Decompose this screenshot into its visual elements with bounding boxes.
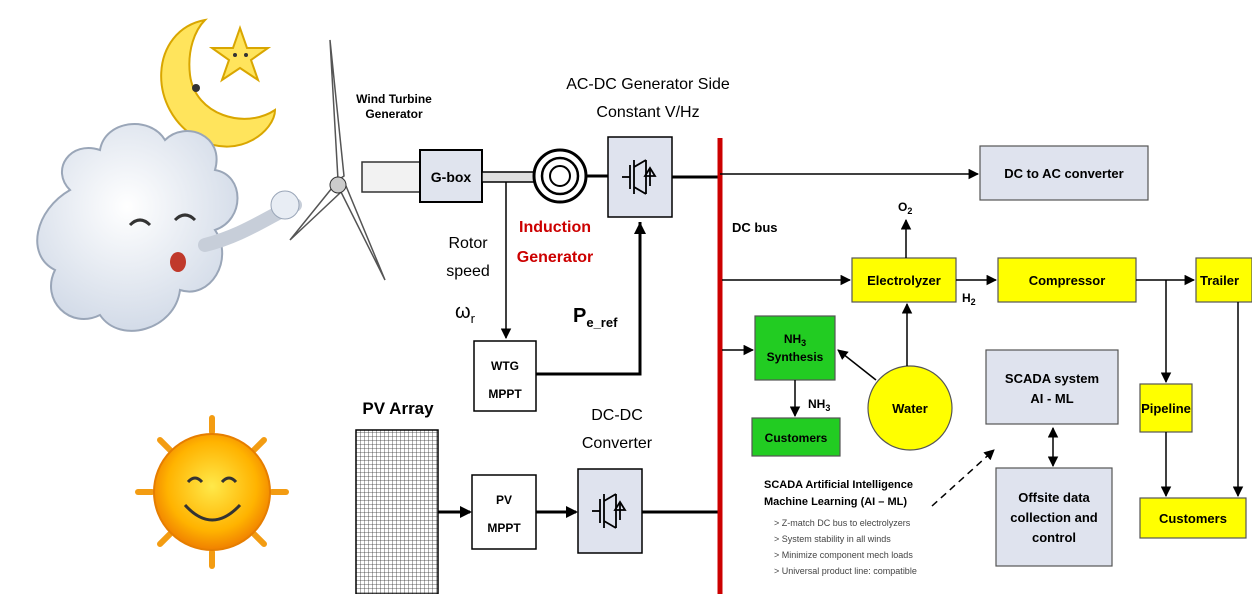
scada-system-block (985, 349, 1119, 425)
trailer-label: Trailer (1200, 273, 1239, 288)
water-block (867, 365, 953, 451)
dc-ac-converter-block (979, 145, 1149, 201)
acdc-converter-block (607, 136, 673, 218)
h2-label: H2 (962, 291, 976, 307)
customers-left-block (751, 417, 841, 457)
dcdc-converter-block (577, 468, 643, 554)
acdc-title-2: Constant V/Hz (596, 104, 699, 121)
offsite-label-1: Offsite data (1018, 490, 1090, 505)
scada-bullet: > Z-match DC bus to electrolyzers (774, 518, 911, 528)
customers-right-block (1139, 497, 1247, 539)
rotor-label-1: Rotor (448, 235, 488, 252)
gbox-block (419, 149, 483, 203)
pv-mppt-label-1: PV (496, 493, 512, 507)
wtg-mppt-block (473, 340, 537, 412)
scada-note-1: SCADA Artificial Intelligence (764, 479, 913, 491)
omega-label: ωr (455, 301, 476, 326)
rotor-label-2: speed (446, 263, 490, 280)
nacelle (361, 161, 421, 193)
pipeline-block (1139, 383, 1193, 433)
pipeline-label: Pipeline (1141, 401, 1191, 416)
electrolyzer-block (851, 257, 957, 303)
scada-label-2: AI - ML (1030, 391, 1073, 406)
compressor-label: Compressor (1029, 273, 1106, 288)
wtg-label-1: WTG (491, 359, 519, 373)
moon-icon (160, 18, 277, 148)
pref-label: Pe_ref (573, 305, 618, 330)
gbox-label: G-box (431, 169, 472, 185)
customers-left-label: Customers (765, 431, 828, 445)
scada-bullet: > System stability in all winds (774, 534, 891, 544)
offsite-label-3: control (1032, 530, 1076, 545)
pv-mppt-block (471, 474, 537, 550)
pv-array-icon (355, 429, 439, 594)
scada-bullet: > Minimize component mech loads (774, 550, 913, 560)
offsite-data-block (995, 467, 1113, 567)
nh3-synthesis-label-2: Synthesis (767, 350, 824, 364)
nh3-synthesis-block (754, 315, 836, 381)
nh3-synthesis-label-1: NH3 (784, 332, 806, 348)
electrolyzer-label: Electrolyzer (867, 273, 941, 288)
compressor-block (997, 257, 1137, 303)
customers-right-label: Customers (1159, 511, 1227, 526)
water-label: Water (892, 401, 928, 416)
induction-label-2: Generator (517, 249, 593, 266)
pv-mppt-label-2: MPPT (487, 521, 521, 535)
wind-turbine-icon (289, 39, 421, 281)
dc-bus-label: DC bus (732, 220, 778, 235)
pv-array-label: PV Array (362, 399, 434, 418)
cloud-icon (36, 123, 302, 332)
induction-generator-icon (532, 148, 588, 204)
sun-icon (135, 415, 289, 569)
trailer-block (1195, 257, 1252, 303)
turbine-label-1: Wind Turbine (356, 92, 432, 106)
dc-ac-label: DC to AC converter (1004, 166, 1123, 181)
acdc-title-1: AC-DC Generator Side (566, 76, 730, 93)
scada-label-1: SCADA system (1005, 371, 1099, 386)
nh3-output-label: NH3 (808, 397, 830, 413)
dcdc-title-1: DC-DC (591, 407, 643, 424)
o2-label: O2 (898, 200, 912, 216)
scada-note-2: Machine Learning (AI – ML) (764, 496, 907, 508)
induction-label-1: Induction (519, 219, 591, 236)
star-icon (208, 24, 272, 83)
turbine-label-2: Generator (365, 107, 423, 121)
scada-bullet: > Universal product line: compatible (774, 566, 917, 576)
dcdc-title-2: Converter (582, 435, 653, 452)
wtg-label-2: MPPT (488, 387, 522, 401)
offsite-label-2: collection and (1010, 510, 1097, 525)
